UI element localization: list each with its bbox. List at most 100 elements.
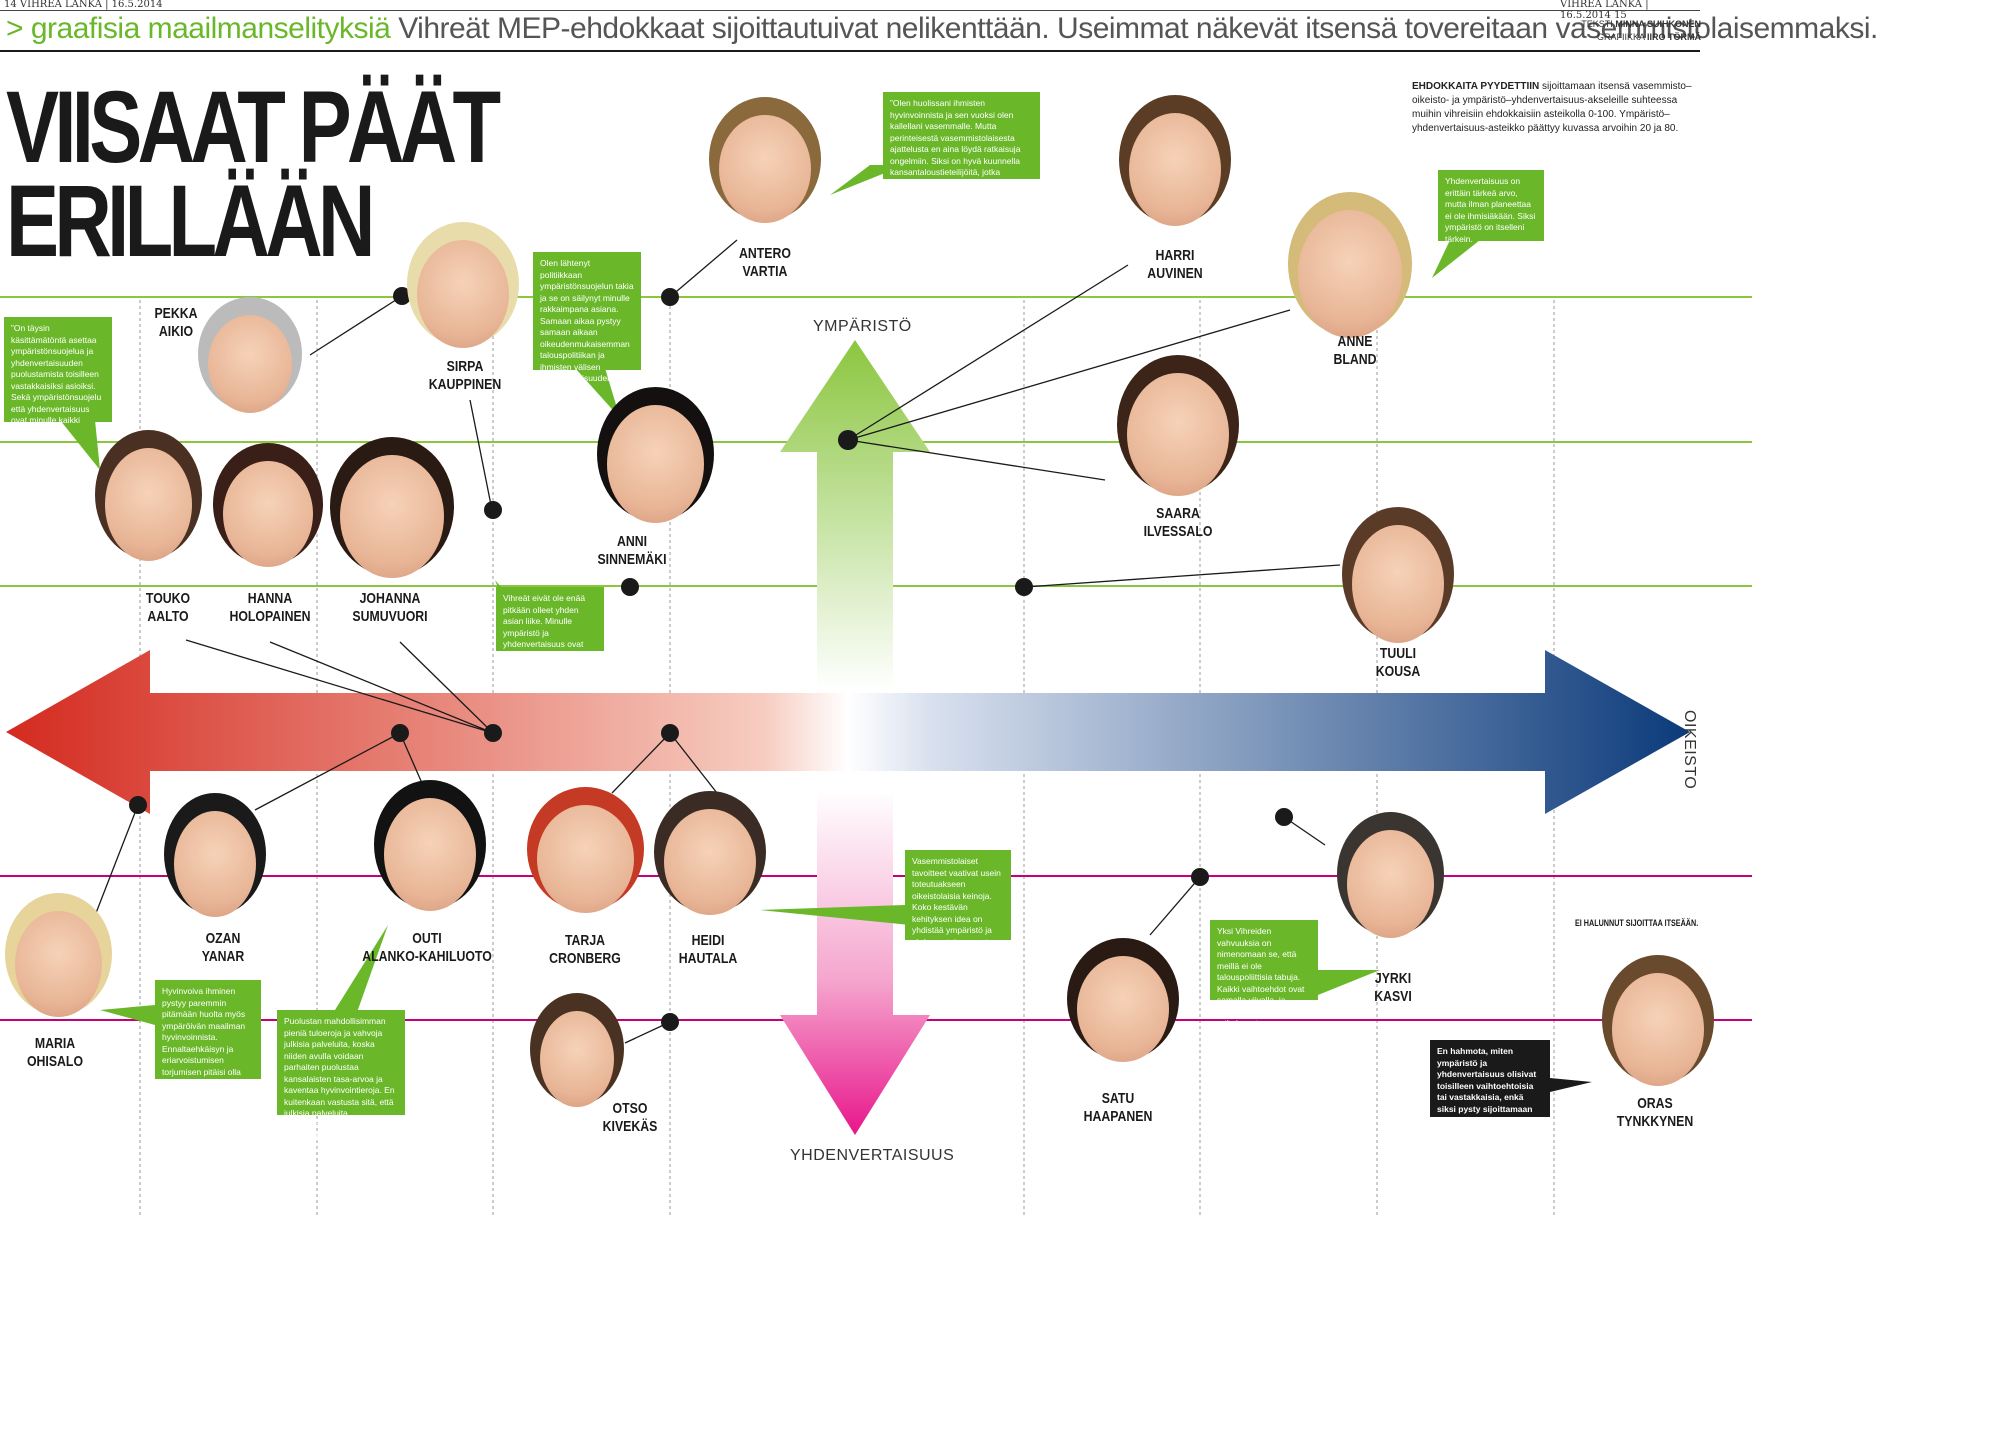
point-ohisalo	[129, 796, 147, 814]
environment-axis-arrow	[780, 340, 930, 690]
masthead-rule	[0, 10, 1700, 11]
last-name: KOUSA	[1375, 663, 1421, 680]
connector-kousa	[1024, 564, 1341, 588]
tail-hautala	[760, 905, 910, 925]
last-name: CRONBERG	[549, 950, 621, 967]
quote-maria-ohisalo: Hyvinvoiva ihminen pystyy paremmin pitäm…	[155, 980, 261, 1111]
portrait-satu-haapanen	[1077, 956, 1169, 1062]
portrait-pekka-aikio	[208, 315, 292, 413]
credits: TEKSTI MINNA SUIHKONEN GRAFIIKKA IIRO TÖ…	[1581, 18, 1701, 44]
quote-heidi-hautala: Vasemmistolaiset tavoitteet vaativat use…	[905, 850, 1011, 970]
last-name: OHISALO	[26, 1053, 84, 1070]
intro-body: sijoittamaan itsensä vasemmisto–oikeisto…	[1412, 81, 1692, 134]
header-rule	[0, 50, 1700, 52]
portrait-saara-ilvessalo	[1127, 372, 1229, 496]
quote-johanna-sumuvuori: Vihreät eivät ole enää pitkään olleet yh…	[496, 587, 604, 672]
portrait-oras-tynkkynen	[1612, 972, 1704, 1086]
first-name: OTSO	[612, 1100, 648, 1117]
point-kasvi	[1275, 808, 1293, 826]
connector-kauppinen	[469, 399, 493, 511]
portrait-hanna-holopainen	[223, 461, 313, 567]
point-kauppinen	[393, 287, 411, 305]
point-yanar-alanko	[391, 724, 409, 742]
first-name: SATU	[1101, 1090, 1135, 1107]
point-group-left	[484, 724, 502, 742]
portrait-sirpa-kauppinen	[417, 240, 509, 348]
first-name: HARRI	[1155, 247, 1195, 264]
first-name: TUULI	[1379, 645, 1417, 662]
first-name: HANNA	[247, 590, 293, 607]
connector-vartia	[669, 239, 738, 298]
first-name: ANNE	[1337, 333, 1373, 350]
portrait-maria-ohisalo	[14, 911, 102, 1017]
tail-tynkkynen	[1550, 1078, 1592, 1092]
connector-auvinen	[847, 264, 1129, 441]
quote-antero-vartia: ”Olen huolissani ihmisten hyvinvoinnista…	[883, 92, 1040, 189]
portrait-touko-aalto	[104, 447, 192, 561]
axis-label-right: OIKEISTO	[1681, 710, 1698, 790]
tail-ohisalo	[100, 1005, 155, 1025]
connector-sumuvuori	[399, 641, 494, 734]
quote-oras-tynkkynen: En hahmota, miten ympäristö ja yhdenvert…	[1430, 1040, 1550, 1125]
quote-jyrki-kasvi: Yksi Vihreiden vahvuuksia on nimenomaan …	[1210, 920, 1318, 1028]
portrait-johanna-sumuvuori	[340, 454, 444, 578]
masthead-left: 14 VIHREÄ LANKA | 16.5.2014	[4, 0, 163, 10]
point-vartia	[661, 288, 679, 306]
first-name: MARIA	[34, 1035, 76, 1052]
quote-anni-sinnemaki: Olen lähtenyt politiikkaan ympäristönsuo…	[533, 252, 641, 395]
axis-label-equality: YHDENVERTAISUUS	[790, 1147, 955, 1164]
first-name: OZAN	[205, 930, 241, 947]
last-name: ILVESSALO	[1143, 523, 1213, 540]
connector-ohisalo	[95, 804, 139, 914]
credit-text-author: MINNA SUIHKONEN	[1615, 19, 1701, 29]
point-kousa	[1015, 578, 1033, 596]
connector-aikio	[309, 295, 403, 356]
bubble-tails	[60, 165, 1480, 1025]
last-name: SUMUVUORI	[352, 608, 428, 625]
portrait-otso-kivekas	[540, 1011, 614, 1107]
refused-note: EI HALUNNUT SIJOITTAA ITSEÄÄN.	[1575, 918, 1699, 928]
first-name: TOUKO	[145, 590, 191, 607]
portrait-tarja-cronberg	[536, 805, 634, 913]
title-line-1: VIISAAT PÄÄT	[6, 70, 501, 184]
connector-bland	[847, 309, 1291, 441]
last-name: KASVI	[1374, 988, 1412, 1005]
connector-haapanen	[1149, 876, 1201, 936]
last-name: YANAR	[201, 948, 245, 965]
portrait-antero-vartia	[719, 115, 811, 223]
quote-outi-alanko-kahiluoto: Puolustan mahdollisimman pieniä tuloeroj…	[277, 1010, 405, 1153]
page-title: VIISAAT PÄÄT ERILLÄÄN	[6, 70, 501, 272]
intro-text: EHDOKKAITA PYYDETTIIN sijoittamaan itsen…	[1412, 80, 1702, 136]
connector-hautala	[669, 732, 718, 794]
connector-cronberg	[611, 732, 671, 794]
connector-lines	[95, 239, 1341, 1044]
last-name: TYNKKYNEN	[1616, 1113, 1694, 1130]
quote-anne-bland: Yhdenvertaisuus on erittäin tärkeä arvo,…	[1438, 170, 1544, 244]
portrait-heidi-hautala	[664, 809, 756, 915]
first-name: ORAS	[1637, 1095, 1673, 1112]
credit-graphics-label: GRAFIIKKA	[1596, 32, 1645, 42]
point-haapanen	[1191, 868, 1209, 886]
portrait-anni-sinnemaki	[606, 405, 704, 523]
first-name: ANNI	[616, 533, 648, 550]
first-name: JYRKI	[1374, 970, 1412, 987]
point-center-top	[838, 430, 858, 450]
connector-aalto	[185, 639, 494, 734]
last-name: HAUTALA	[678, 950, 738, 967]
connector-ilvessalo	[847, 439, 1106, 481]
candidate-points	[129, 287, 1293, 1031]
last-name: SINNEMÄKI	[597, 551, 667, 568]
first-name: SAARA	[1156, 505, 1200, 522]
